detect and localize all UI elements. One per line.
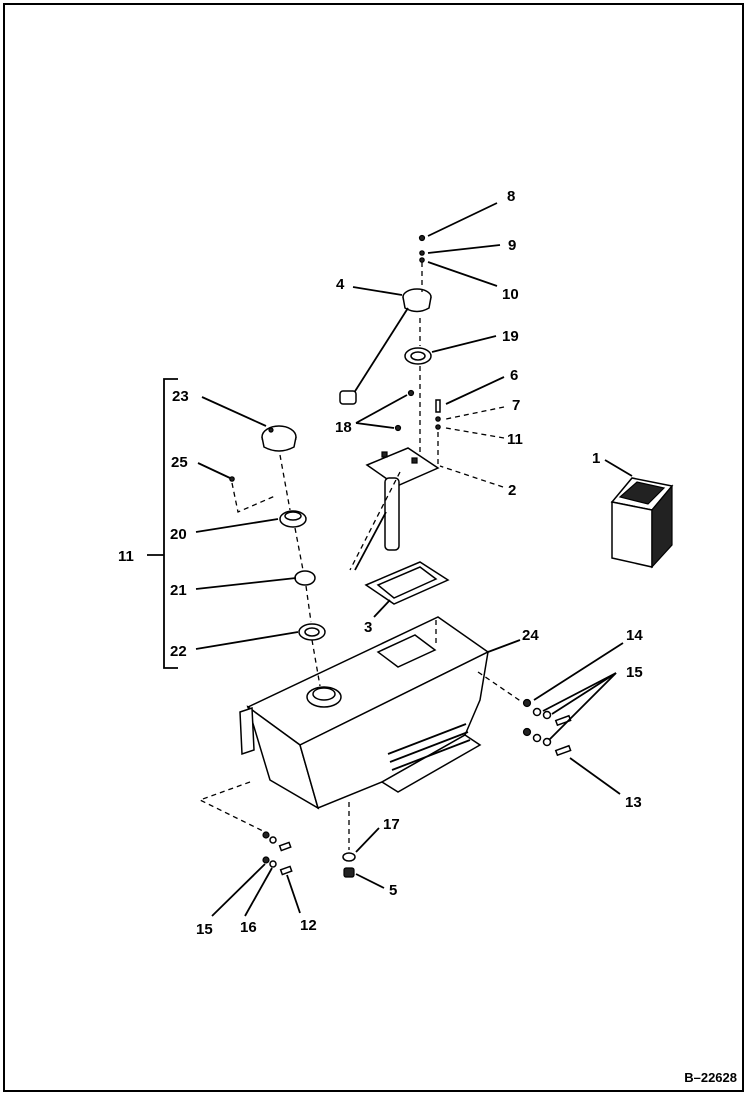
drawing-number: B–22628 [684, 1070, 737, 1085]
callout-9: 9 [508, 237, 516, 254]
washer-10 [419, 257, 425, 263]
callout-15-left: 15 [196, 921, 213, 938]
washer-17 [342, 852, 356, 862]
callout-11-right: 11 [507, 431, 523, 448]
diagram-border [3, 3, 744, 1092]
callout-20: 20 [170, 526, 187, 543]
callout-2: 2 [508, 482, 516, 499]
callout-16: 16 [240, 919, 257, 936]
washer-9 [419, 250, 425, 256]
washer-7 [435, 416, 441, 422]
kit-bracket [163, 378, 178, 669]
grommet-18a [407, 389, 415, 397]
fuel-tank [239, 616, 490, 810]
callout-19: 19 [502, 328, 519, 345]
callout-3: 3 [364, 619, 372, 636]
callout-17: 17 [383, 816, 400, 833]
filler-neck-20-inner [284, 511, 302, 521]
gasket [364, 561, 450, 605]
callout-1: 1 [592, 450, 600, 467]
assembly-lines [198, 262, 523, 850]
callout-5: 5 [389, 882, 397, 899]
sending-unit-cap [339, 288, 432, 405]
fuel-sender [354, 447, 440, 571]
callout-8: 8 [507, 188, 515, 205]
callout-24: 24 [522, 627, 539, 644]
gasket-ring-inner [410, 351, 426, 361]
leader-lines [195, 202, 633, 917]
callout-7: 7 [512, 397, 520, 414]
callout-13: 13 [625, 794, 642, 811]
callout-10: 10 [502, 286, 519, 303]
callout-11-kit: 11 [118, 548, 134, 565]
callout-18: 18 [335, 419, 352, 436]
callout-14: 14 [626, 627, 643, 644]
nut-11 [435, 424, 441, 430]
callout-25: 25 [171, 454, 188, 471]
callout-6: 6 [510, 367, 518, 384]
callout-4: 4 [336, 276, 345, 293]
right-mount-hardware [522, 698, 572, 757]
grommet-18b [394, 424, 402, 432]
strainer-21 [294, 570, 316, 586]
callout-22: 22 [170, 643, 187, 660]
screw-8 [418, 234, 426, 242]
callout-12: 12 [300, 917, 317, 934]
fuel-cap [261, 425, 297, 452]
bolt-6 [435, 399, 441, 413]
drain-plug-5 [343, 867, 355, 878]
seal-22-inner [304, 627, 320, 637]
callout-21: 21 [170, 582, 187, 599]
callout-23: 23 [172, 388, 189, 405]
manual-holder [610, 477, 674, 569]
left-mount-hardware [262, 831, 293, 876]
clip-25 [229, 476, 235, 482]
callout-15-right: 15 [626, 664, 643, 681]
